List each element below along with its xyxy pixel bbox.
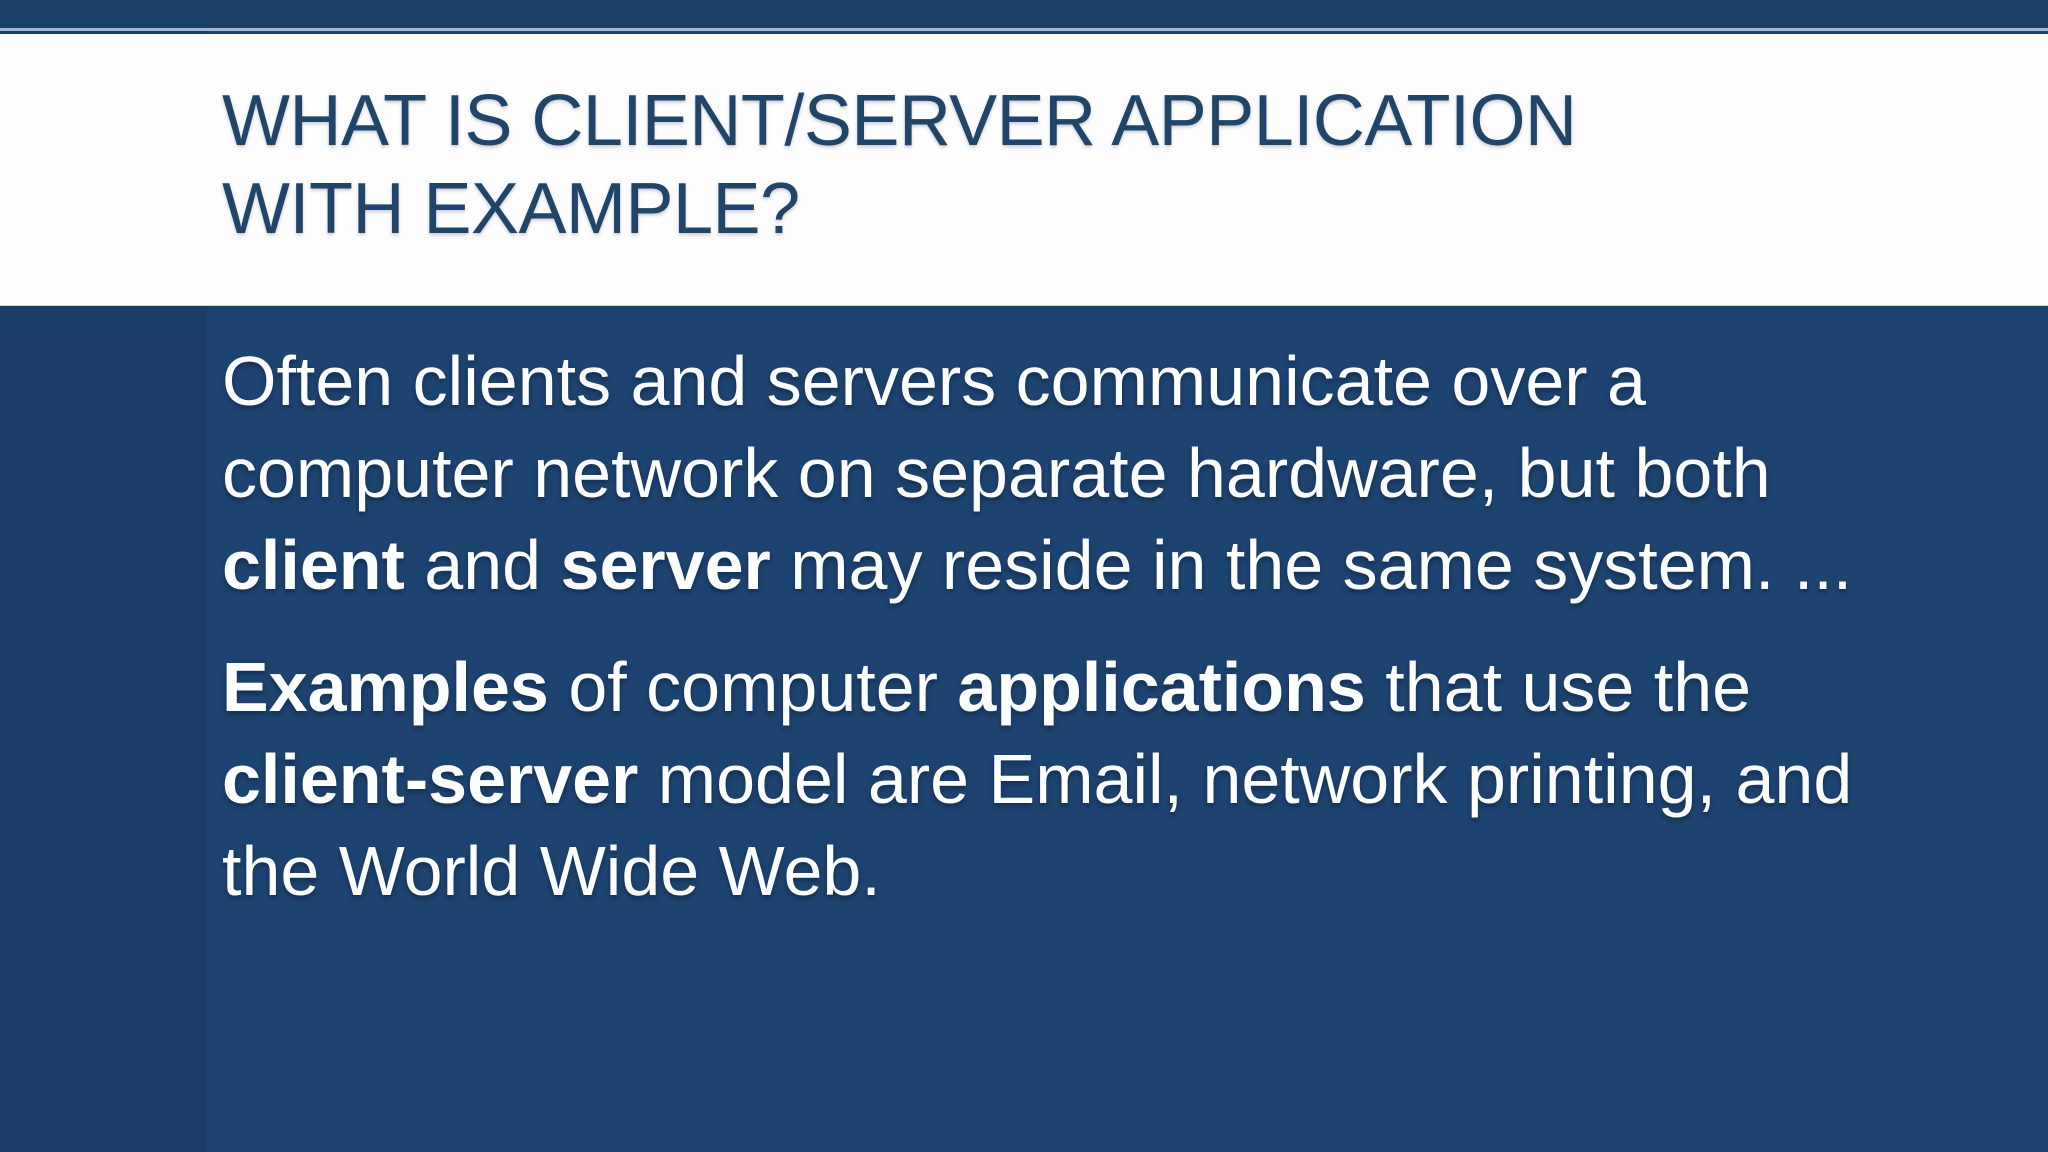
- slide-title: WHAT IS CLIENT/SERVER APPLICATION WITH E…: [222, 34, 1722, 253]
- bold-term: client-server: [222, 740, 639, 818]
- bold-term: Examples: [222, 648, 549, 726]
- title-band: WHAT IS CLIENT/SERVER APPLICATION WITH E…: [0, 34, 2048, 306]
- body-paragraph: Often clients and servers communicate ov…: [222, 335, 1872, 611]
- title-line-2: WITH EXAMPLE?: [222, 169, 800, 249]
- top-accent-bar: [0, 0, 2048, 31]
- text-segment: model are Email, network printing, and t…: [222, 740, 1853, 910]
- text-segment: that use the: [1365, 648, 1752, 726]
- body-text: Often clients and servers communicate ov…: [222, 335, 1872, 917]
- slide-body: Often clients and servers communicate ov…: [0, 306, 2048, 1152]
- text-segment: of computer: [548, 648, 958, 726]
- bold-term: client: [222, 526, 405, 604]
- bold-term: applications: [957, 648, 1366, 726]
- bold-term: server: [560, 526, 771, 604]
- body-paragraph: Examples of computer applications that u…: [222, 641, 1872, 917]
- text-segment: and: [404, 526, 561, 604]
- text-segment: Often clients and servers communicate ov…: [222, 342, 1771, 512]
- title-line-1: WHAT IS CLIENT/SERVER APPLICATION: [222, 81, 1577, 161]
- text-segment: may reside in the same system. ...: [770, 526, 1853, 604]
